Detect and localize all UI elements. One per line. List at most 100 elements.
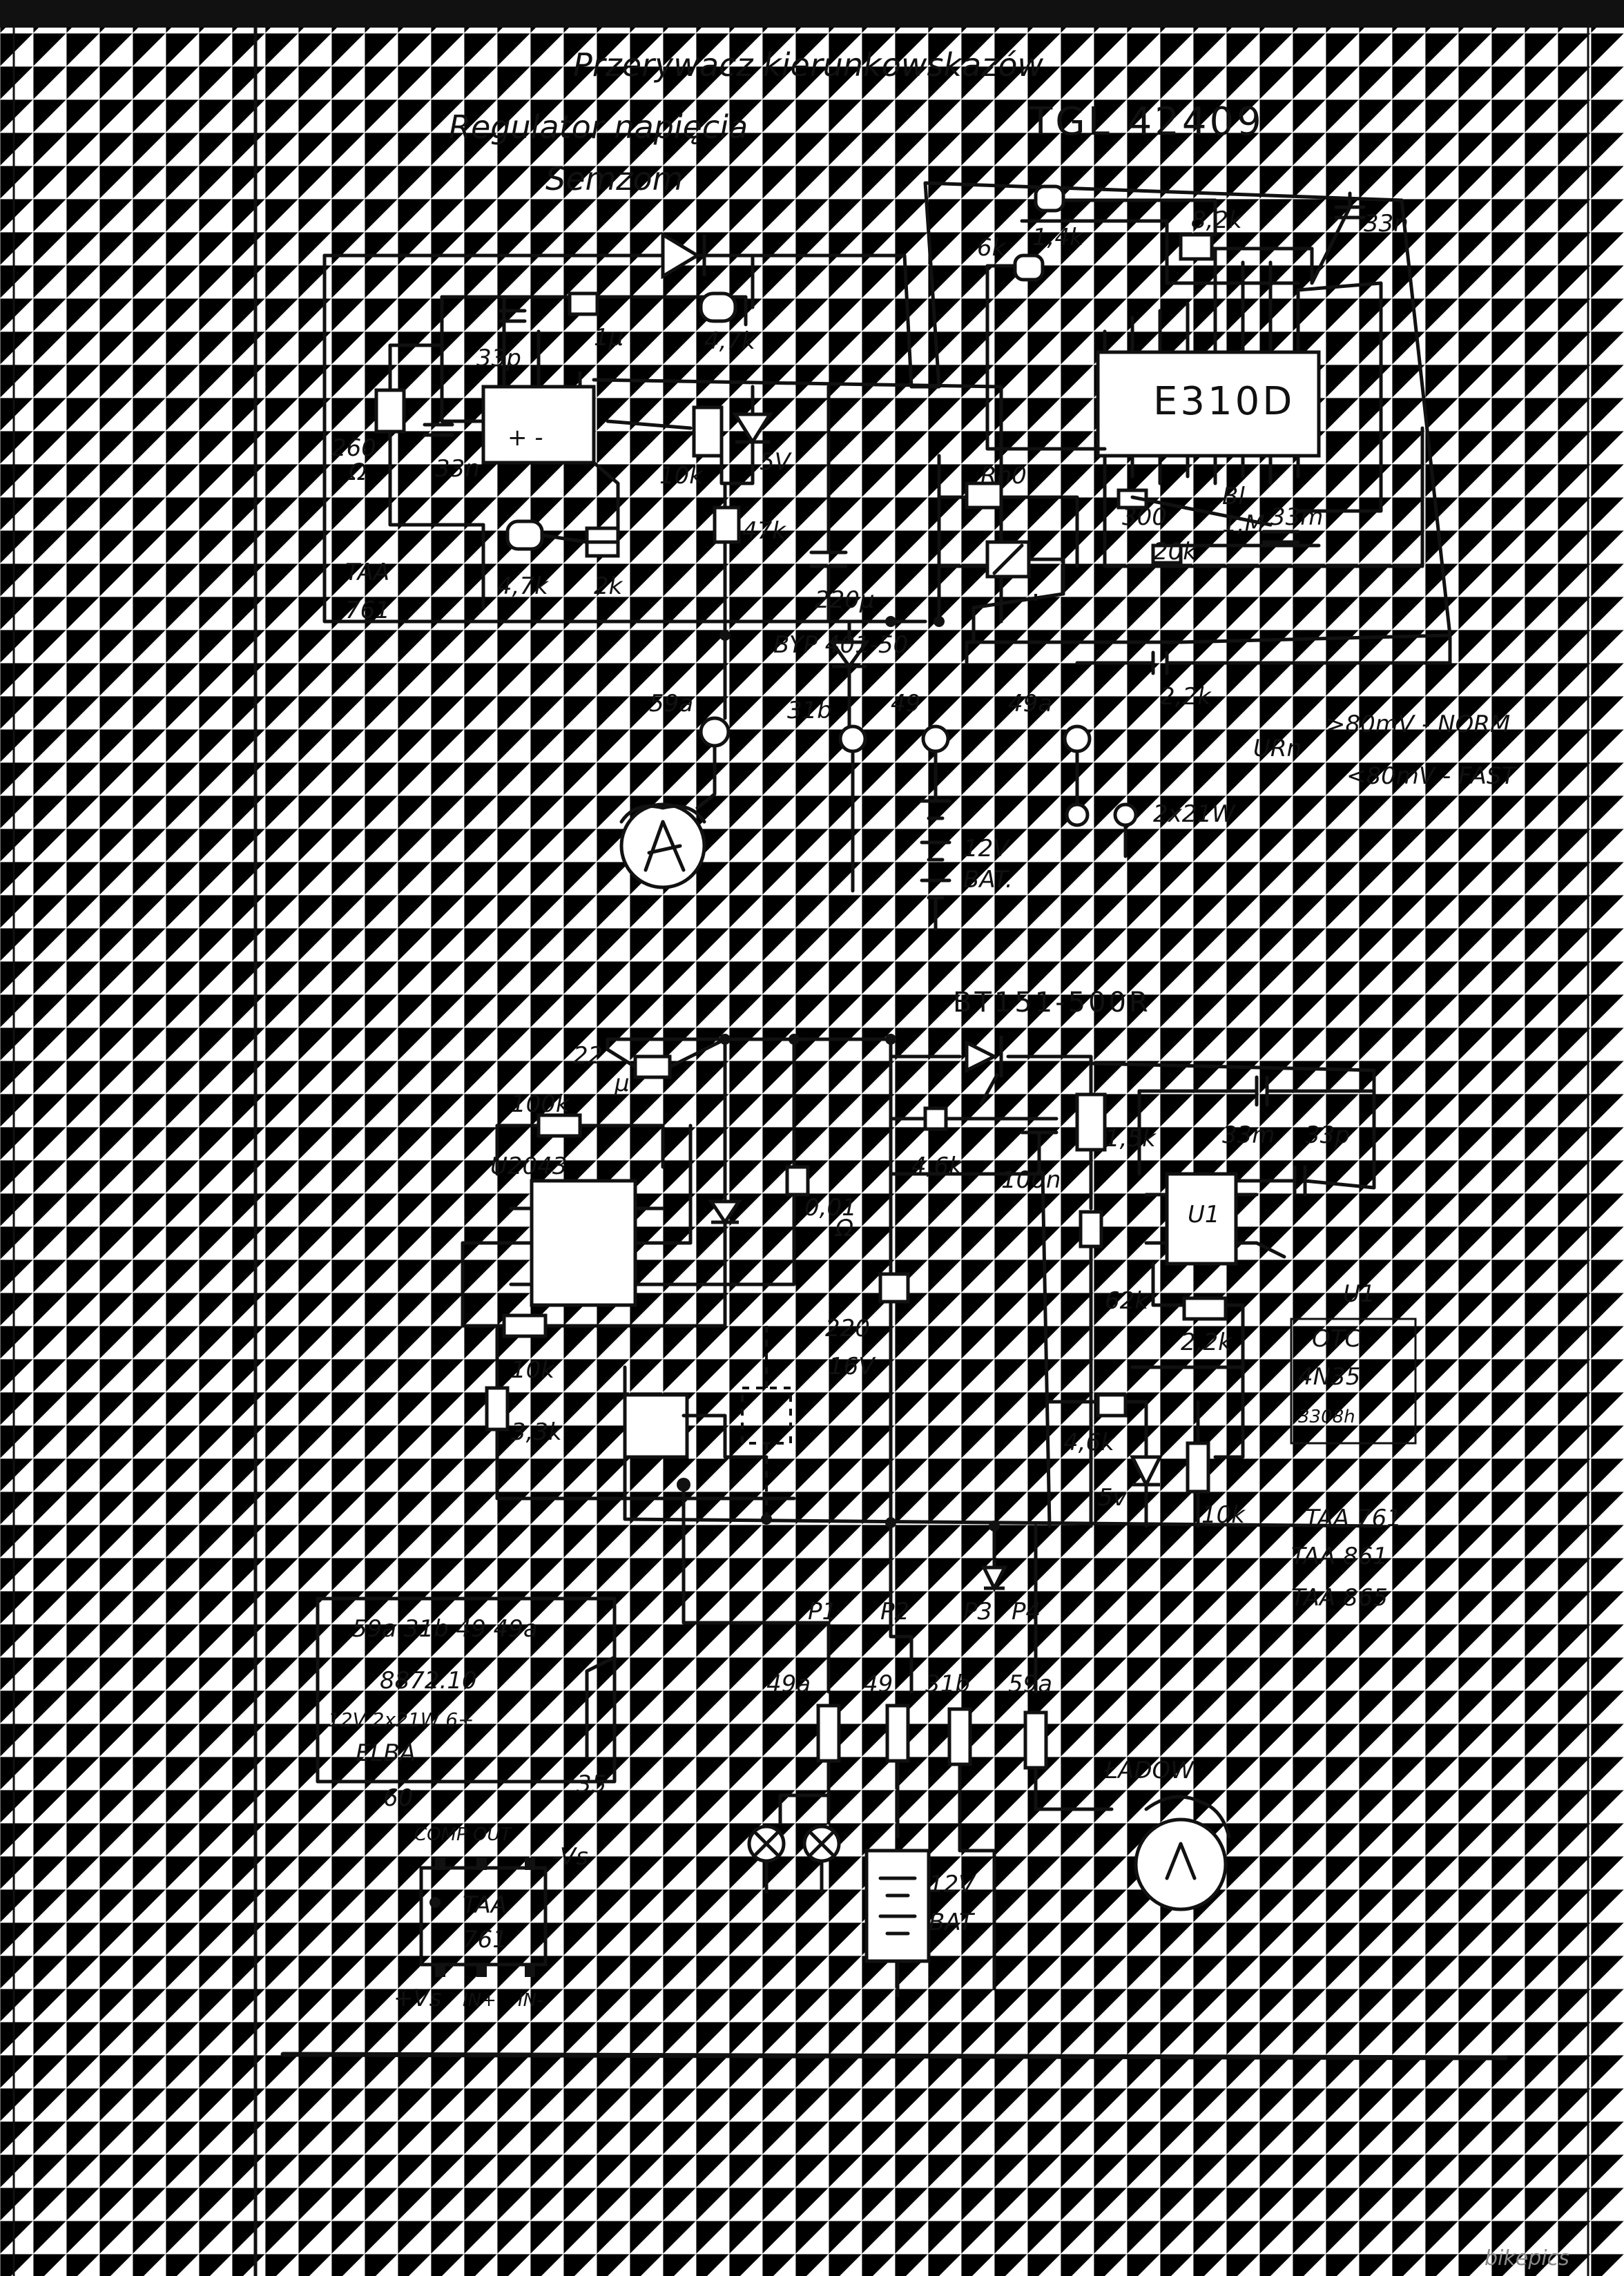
svg-text:TAA 761: TAA 761: [1305, 1505, 1402, 1532]
cap-220-16v: [878, 1272, 910, 1304]
res-1k5: [1075, 1092, 1107, 1152]
svg-text:220µ: 220µ: [815, 586, 875, 614]
terminal-31b: [838, 724, 867, 753]
svg-text:33m: 33m: [1222, 1121, 1275, 1149]
svg-text:P2: P2: [880, 1598, 909, 1626]
svg-text:20k: 20k: [1153, 538, 1197, 566]
svg-text:22: 22: [573, 1042, 603, 1070]
svg-text:49a: 49a: [1008, 690, 1052, 717]
res-4k7-top: [699, 291, 737, 323]
svg-text:Ω: Ω: [834, 1215, 853, 1242]
svg-text:1µ: 1µ: [594, 324, 624, 351]
title-line-1: Przerywacz kierunkowskazów: [573, 46, 1044, 84]
svg-text:8872.10: 8872.10: [380, 1667, 477, 1695]
svg-text:U1: U1: [1188, 1201, 1220, 1228]
urn-symbol: URn: [1253, 735, 1302, 762]
svg-text:2k: 2k: [594, 572, 624, 600]
res-100k: [536, 1113, 582, 1138]
svg-text:33p: 33p: [1305, 1121, 1350, 1149]
svg-text:P1: P1: [808, 1598, 837, 1626]
res-10k: [502, 1313, 548, 1338]
diode-bottom: [708, 1199, 742, 1226]
urn-norm: >80mV - NORM: [1326, 711, 1510, 738]
terminal-49a: [1063, 724, 1092, 753]
e310d-label: E310D: [1153, 379, 1295, 424]
res-0r01: [785, 1165, 810, 1197]
svg-text:35: 35: [577, 1771, 606, 1798]
svg-text:TAA: TAA: [463, 1891, 507, 1919]
thyristor-label: BT151-500R: [953, 987, 1151, 1019]
svg-text:49: 49: [863, 1670, 893, 1698]
svg-text:3308h: 3308h: [1298, 1407, 1355, 1427]
svg-text:100k: 100k: [511, 1090, 570, 1118]
svg-text:Rn0: Rn0: [980, 462, 1027, 490]
svg-text:OTC: OTC: [1312, 1325, 1362, 1353]
connector-31b: [947, 1707, 972, 1766]
svg-text:59a: 59a: [1008, 1670, 1052, 1698]
svg-text:6k: 6k: [977, 234, 1007, 262]
ic-label-line1: TAA: [345, 559, 389, 586]
ic-label-line2: 761: [345, 597, 390, 624]
cap-33p: [499, 309, 527, 323]
svg-text:62k: 62k: [1105, 1287, 1149, 1315]
cap-1u: [568, 291, 599, 316]
title-line-2: Regulator napięcia: [449, 108, 748, 146]
battery-bottom: [864, 1849, 931, 1963]
svg-text:5v: 5v: [1098, 1484, 1128, 1512]
svg-text:IN+: IN+: [463, 1990, 496, 2011]
svg-text:2,2k: 2,2k: [1160, 683, 1212, 711]
svg-text:33m: 33m: [1270, 503, 1323, 531]
u1-ic: [1165, 1172, 1238, 1266]
svg-text:33n: 33n: [1364, 210, 1409, 238]
svg-text:2x21W: 2x21W: [1153, 800, 1236, 828]
res-8k2: [1179, 233, 1214, 261]
res-4k6-b: [1096, 1393, 1128, 1418]
svg-text:ŁADOW: ŁADOW: [1104, 1757, 1195, 1784]
svg-text:12V: 12V: [929, 1871, 976, 1898]
svg-text:Ω: Ω: [347, 459, 367, 486]
urn-fast: <80mV - FAST: [1346, 762, 1517, 790]
info-box: 59a 31b 49 49a 8872.10 12V 2x21W 6+ ELBA…: [316, 1597, 617, 1812]
top-outer-wire: [322, 181, 1452, 665]
res-47k: [713, 505, 741, 544]
lamp-1: [1065, 802, 1090, 827]
svg-text:10k: 10k: [1201, 1501, 1246, 1529]
svg-text:31b: 31b: [925, 1670, 970, 1698]
u1-info-box: [1290, 1318, 1417, 1445]
svg-text:31b: 31b: [787, 697, 832, 724]
connector-49: [885, 1704, 910, 1763]
scan-top-edge: [0, 0, 1624, 28]
cap-22u: [633, 1054, 672, 1079]
svg-text:P4: P4: [1012, 1598, 1041, 1626]
thyristor-bt151: [965, 1036, 1003, 1106]
svg-text:4,7k: 4,7k: [497, 572, 549, 600]
svg-text:4,6k: 4,6k: [911, 1153, 963, 1180]
tgl-number: TGL 42409: [1028, 99, 1264, 144]
svg-text:P3: P3: [963, 1598, 992, 1626]
res-4k7-b: [505, 519, 544, 551]
svg-text:IN-: IN-: [518, 1990, 543, 2011]
taa761-ic: [481, 385, 596, 465]
svg-text:49: 49: [891, 690, 920, 717]
svg-text:16V: 16V: [829, 1353, 876, 1380]
svg-text:BAT: BAT: [929, 1909, 975, 1936]
svg-text:59a: 59a: [649, 690, 693, 717]
svg-text:4,6k: 4,6k: [1063, 1429, 1115, 1456]
svg-text:0,01: 0,01: [804, 1194, 857, 1222]
title-line-3: Semzom: [545, 160, 683, 197]
bottom-circuit: BT151-500R 22 µ 100k U2043 10k 3,3k 0,01…: [461, 987, 1417, 1998]
svg-text:10k: 10k: [511, 1356, 555, 1384]
top-circuit: + - 1µ 4,7k 33p 33n 260 Ω 4,7k 2k 10k: [322, 181, 1517, 931]
svg-text:BAT.: BAT.: [963, 866, 1013, 894]
svg-text:+ -: + -: [508, 424, 543, 452]
svg-text:Bl: Bl: [1222, 483, 1245, 510]
res-2k2: [1182, 1296, 1228, 1321]
u2043-ic: [530, 1179, 637, 1307]
svg-text:33p: 33p: [476, 345, 521, 372]
pot-10k-b: [1186, 1441, 1210, 1494]
battery-top: [920, 799, 951, 900]
terminal-49: [921, 724, 950, 753]
svg-text:COMP OUT: COMP OUT: [414, 1824, 512, 1845]
